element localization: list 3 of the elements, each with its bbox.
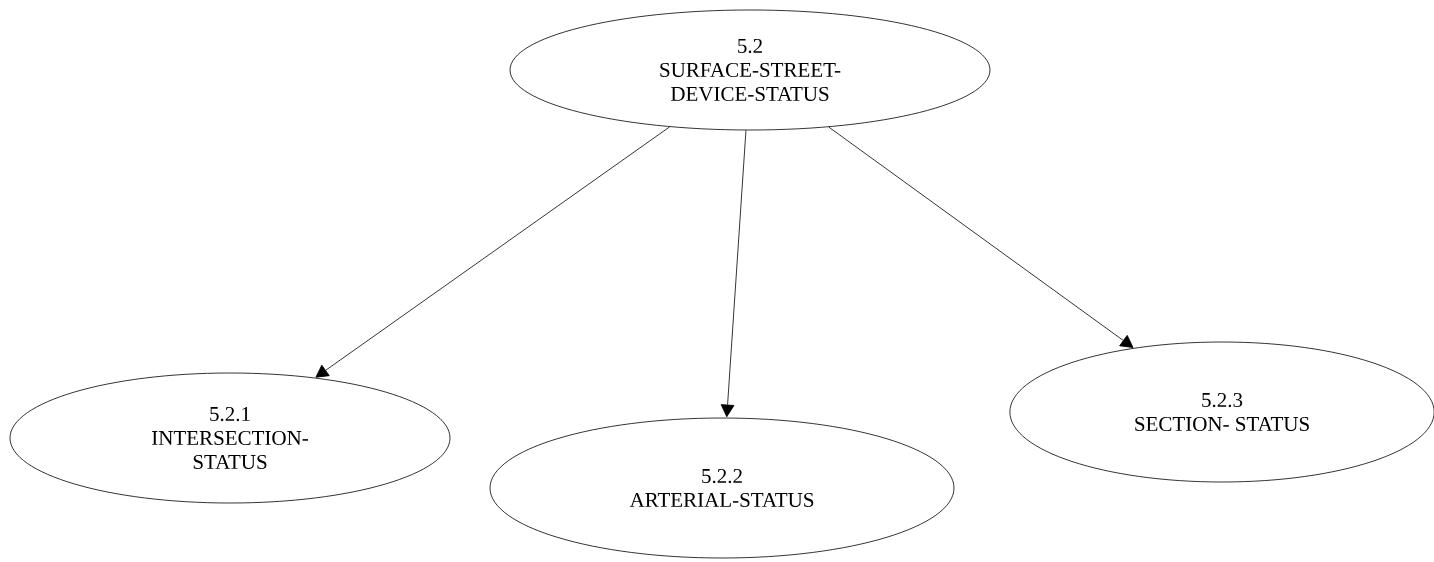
arrow — [315, 126, 670, 378]
arrow — [828, 126, 1134, 348]
arrow — [720, 130, 747, 418]
